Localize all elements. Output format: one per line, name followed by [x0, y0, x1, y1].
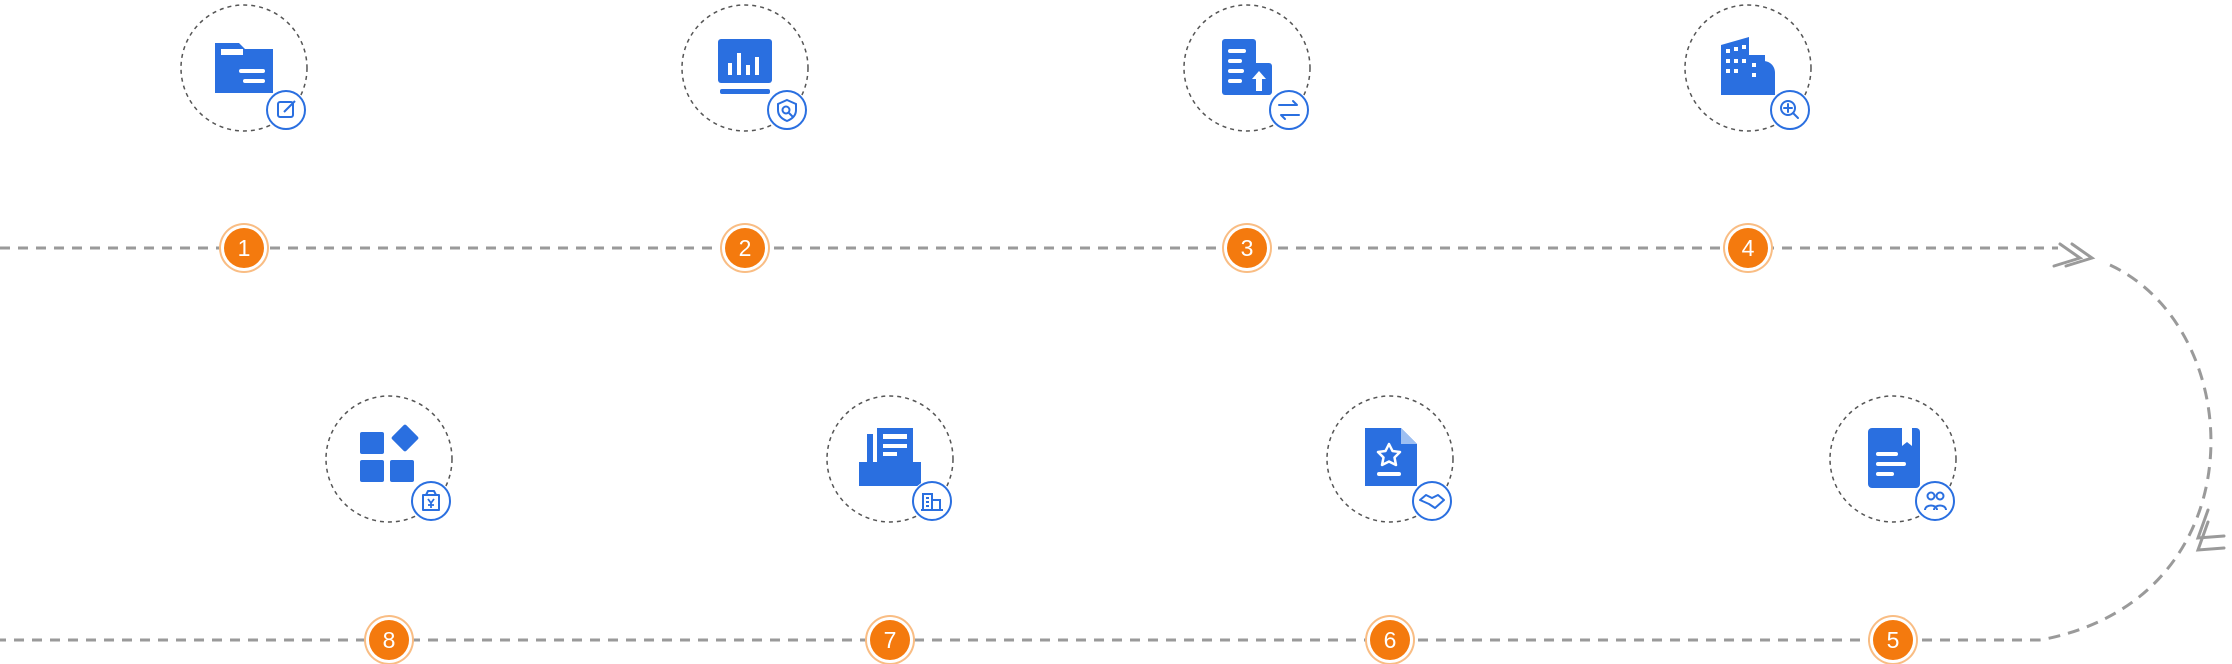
step-badge-1: 1 [224, 228, 264, 268]
building-icon [912, 481, 952, 521]
exchange-arrows-icon [1269, 90, 1309, 130]
bookmark-document-icon [1868, 428, 1920, 488]
edit-badge [265, 89, 307, 131]
edit-icon [266, 90, 306, 130]
buildings-icon [1721, 37, 1775, 95]
step-badge-8: 8 [369, 620, 409, 660]
dashed-circle [1326, 395, 1454, 523]
step-2-node [680, 3, 810, 133]
people-icon [1915, 481, 1955, 521]
dashed-circle [180, 4, 308, 132]
dashed-circle [1829, 395, 1957, 523]
document-upload-icon [1222, 39, 1272, 95]
step-badge-6: 6 [1370, 620, 1410, 660]
handshake-icon [1412, 481, 1452, 521]
step-3-node [1182, 3, 1312, 133]
dashed-circle [826, 395, 954, 523]
shield-search-icon [767, 90, 807, 130]
people-badge [1914, 480, 1956, 522]
step-7-node [825, 394, 955, 524]
handshake-badge [1411, 480, 1453, 522]
step-1-node [179, 3, 309, 133]
step-badge-2: 2 [725, 228, 765, 268]
yuan-bag-icon [411, 481, 451, 521]
chevron-down-icon [2195, 508, 2226, 552]
dashed-circle [1183, 4, 1311, 132]
curve-dashed-line [2039, 263, 2213, 642]
dashed-circle [1684, 4, 1812, 132]
bar-chart-monitor-icon [718, 39, 772, 94]
zoom-in-icon [1770, 90, 1810, 130]
step-5-node [1828, 394, 1958, 524]
step-badge-3: 3 [1227, 228, 1267, 268]
dashed-circle [681, 4, 809, 132]
step-badge-4: 4 [1728, 228, 1768, 268]
star-document-icon [1365, 428, 1417, 486]
chevron-right-icon [2052, 242, 2096, 268]
yuan-badge [410, 480, 452, 522]
step-badge-7: 7 [870, 620, 910, 660]
building-badge [911, 480, 953, 522]
dashed-circle [325, 395, 453, 523]
step-8-node [324, 394, 454, 524]
inbox-documents-icon [859, 428, 921, 486]
app-blocks-icon [360, 424, 419, 482]
shield-search-badge [766, 89, 808, 131]
exchange-badge [1268, 89, 1310, 131]
step-6-node [1325, 394, 1455, 524]
step-badge-5: 5 [1873, 620, 1913, 660]
step-4-node [1683, 3, 1813, 133]
zoom-badge [1769, 89, 1811, 131]
folder-document-icon [215, 43, 273, 93]
